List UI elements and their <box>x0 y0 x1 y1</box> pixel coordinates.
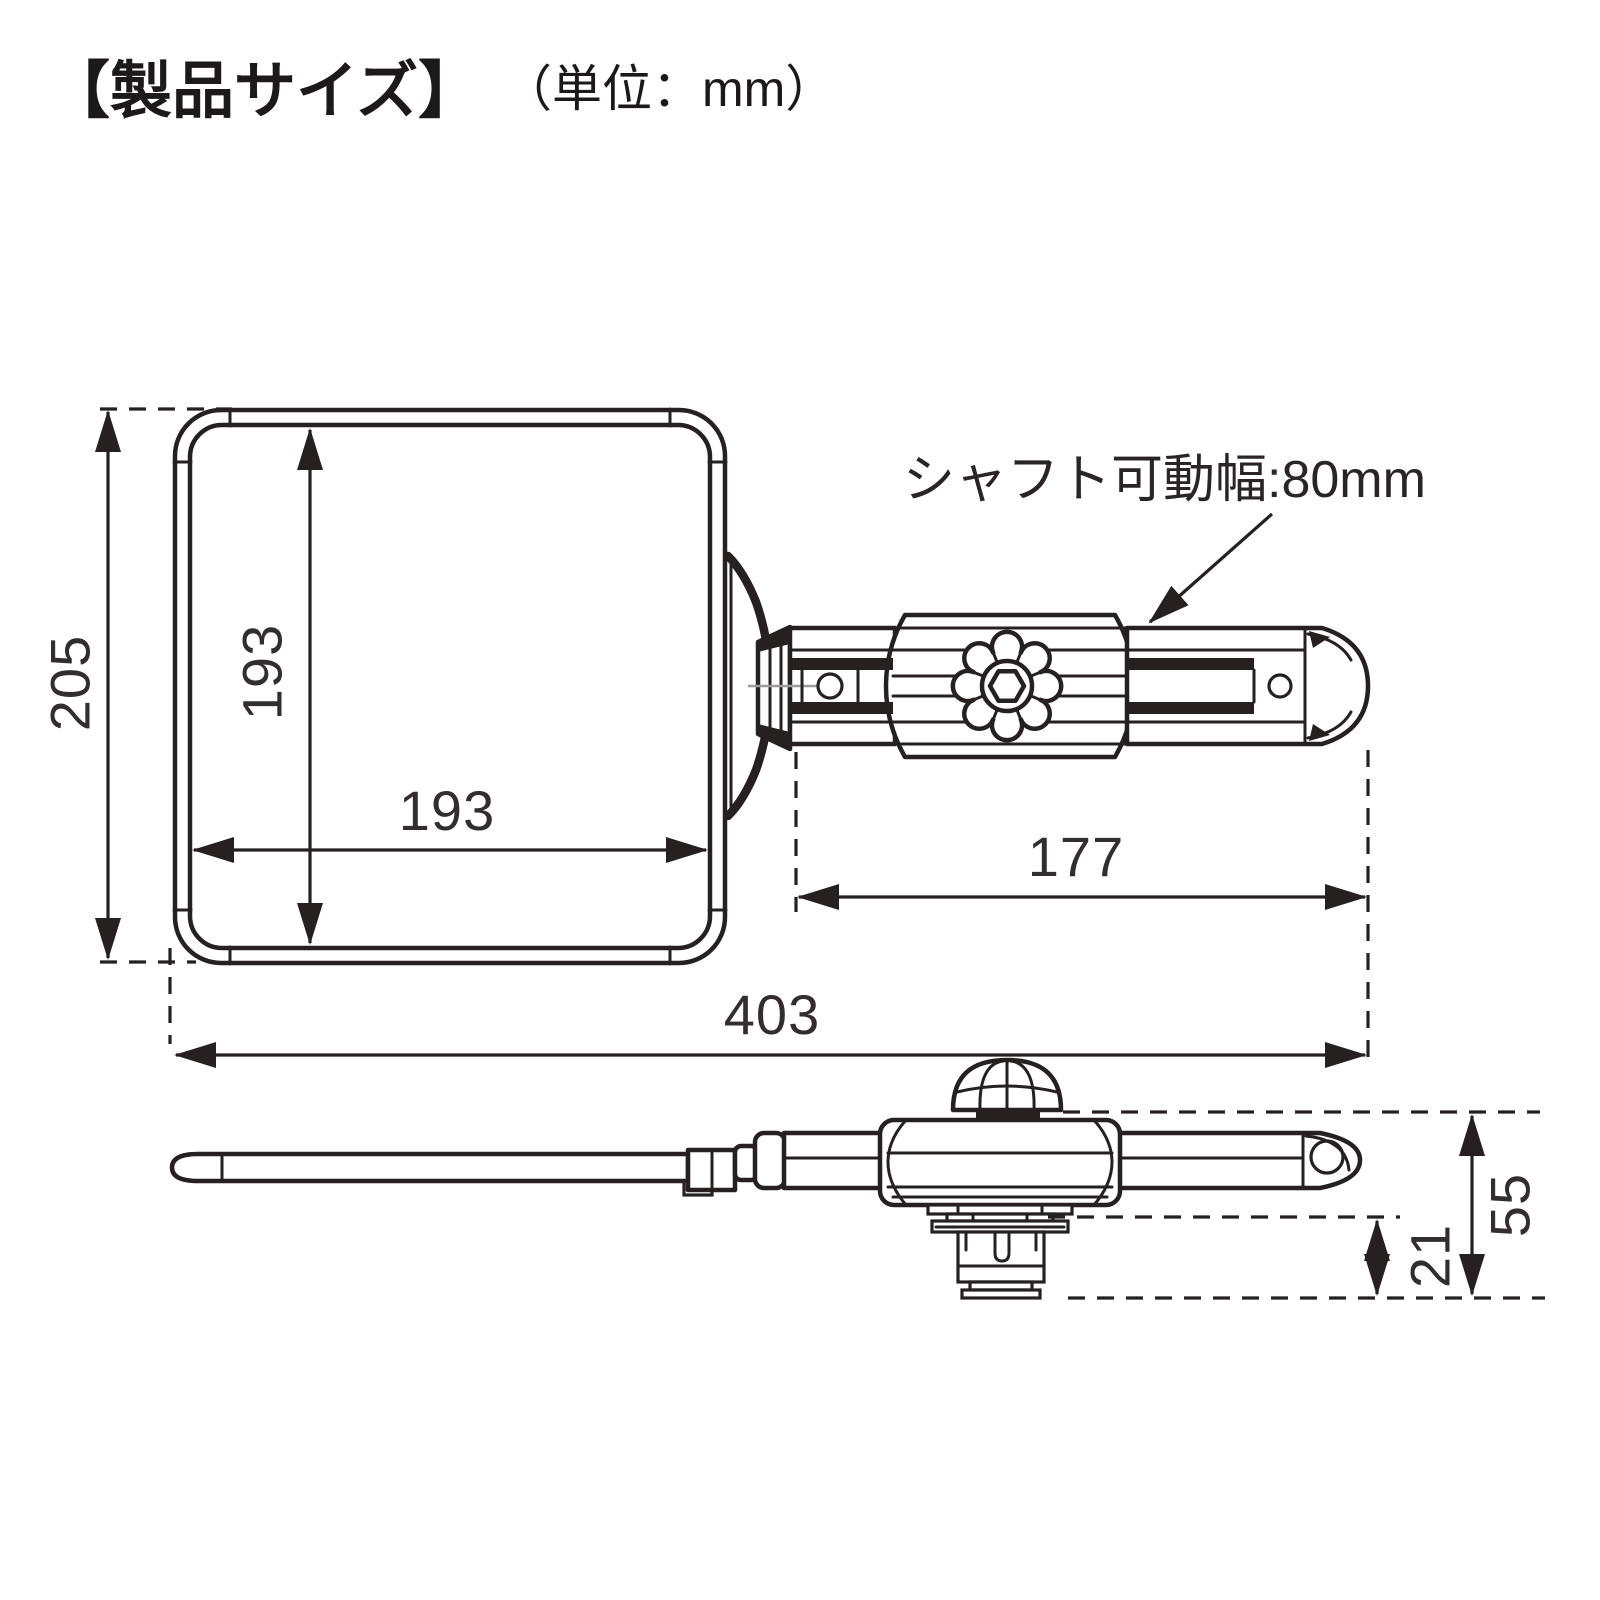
dim-205: 205 <box>39 635 102 731</box>
unit-label: （単位：mm） <box>502 61 835 117</box>
dim-193-vertical: 193 <box>231 624 294 720</box>
dimension-panel-inner-width: 193 <box>192 779 708 863</box>
dim-55: 55 <box>1479 1173 1542 1237</box>
top-view: シャフト可動幅:80mm <box>172 407 1426 966</box>
side-shaft-left <box>781 1130 885 1191</box>
shaft-range-label: シャフト可動幅:80mm <box>903 451 1426 509</box>
dimension-shaft-length: 177 <box>794 750 1370 1068</box>
shaft-hole-right <box>1267 673 1293 699</box>
side-knob <box>950 1057 1064 1118</box>
mount-assembly <box>926 1203 1074 1300</box>
panel-frame <box>172 407 728 966</box>
dimension-panel-outer-height: 205 <box>39 407 232 1044</box>
side-cap-curve <box>1304 1134 1351 1172</box>
dimension-panel-inner-height: 193 <box>231 428 323 945</box>
mount-foot <box>960 1288 1042 1300</box>
dimension-body-height: 55 <box>1063 1110 1545 1300</box>
mount-stem <box>956 1230 1046 1284</box>
corner-ticks <box>172 407 728 966</box>
cup-bracket <box>755 624 793 752</box>
dim-177: 177 <box>1028 825 1124 888</box>
star-knob <box>950 629 1064 743</box>
side-shaft-right <box>1115 1130 1363 1191</box>
knob-hex-socket <box>987 669 1027 703</box>
side-view <box>169 1057 1363 1300</box>
dimension-mount-height: 21 <box>1048 1215 1462 1296</box>
shaft-hole-left <box>816 672 844 700</box>
dim-193-horizontal: 193 <box>399 779 495 842</box>
dimension-overall-length: 403 <box>174 983 1367 1068</box>
dim-403: 403 <box>724 983 820 1046</box>
knob-collar <box>976 1108 1040 1118</box>
annotation-arrow <box>1148 512 1274 624</box>
dim-21: 21 <box>1399 1224 1462 1288</box>
shaft-right-segment <box>1124 625 1371 747</box>
header: 【製品サイズ】 （単位：mm） <box>48 57 835 126</box>
page-title: 【製品サイズ】 <box>48 57 480 126</box>
side-clamp-body <box>877 1117 1123 1208</box>
panel-slab <box>169 1151 691 1184</box>
mount-pin <box>993 1230 1011 1263</box>
shaft-range-annotation: シャフト可動幅:80mm <box>903 451 1426 624</box>
bell-connector-large <box>752 1130 788 1191</box>
